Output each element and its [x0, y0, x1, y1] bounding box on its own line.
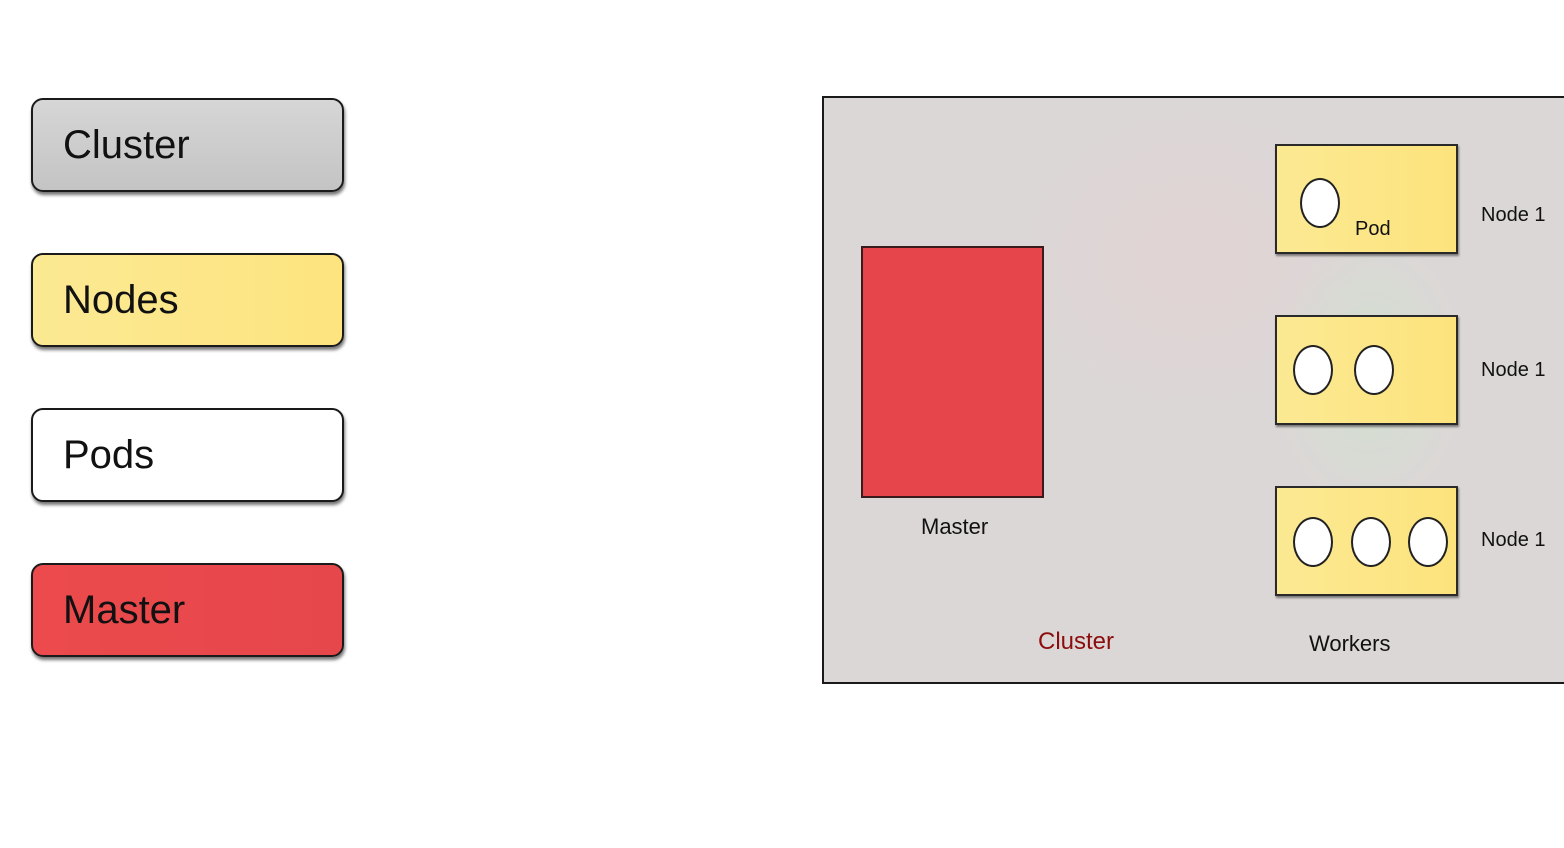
legend-pods: Pods [31, 408, 344, 502]
pod-circle [1408, 517, 1448, 567]
legend-cluster: Cluster [31, 98, 344, 192]
legend-master: Master [31, 563, 344, 657]
pod-circle [1351, 517, 1391, 567]
pod-circle [1293, 517, 1333, 567]
node-label-3: Node 1 [1481, 529, 1546, 551]
worker-node-1: Pod [1275, 144, 1458, 254]
legend-cluster-label: Cluster [63, 122, 190, 167]
pod-circle [1293, 345, 1333, 395]
legend-pods-label: Pods [63, 432, 155, 477]
legend-nodes: Nodes [31, 253, 344, 347]
legend-nodes-label: Nodes [63, 277, 179, 322]
worker-node-3 [1275, 486, 1458, 596]
master-box [861, 246, 1044, 498]
legend-master-label: Master [63, 587, 186, 632]
worker-node-2 [1275, 315, 1458, 425]
node-label-1: Node 1 [1481, 204, 1546, 226]
pod-circle [1300, 178, 1340, 228]
workers-label: Workers [1309, 631, 1391, 656]
pod-label: Pod [1355, 218, 1391, 240]
cluster-label: Cluster [1038, 628, 1115, 655]
master-label: Master [921, 514, 989, 539]
pod-circle [1354, 345, 1394, 395]
node-label-2: Node 1 [1481, 359, 1546, 381]
